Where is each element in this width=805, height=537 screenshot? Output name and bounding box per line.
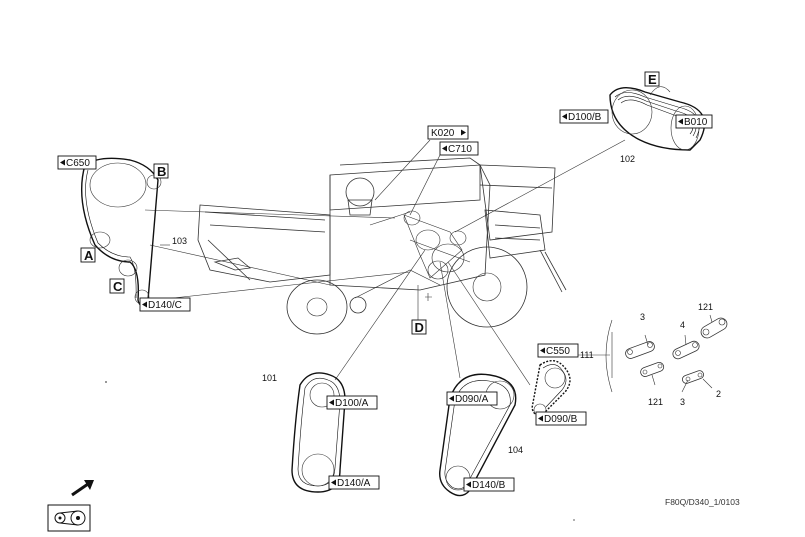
svg-text:D: D [415,320,424,335]
triangle-left-icon [540,347,545,354]
callout-d140a[interactable]: D140/A [328,475,380,490]
triangle-left-icon [442,145,447,152]
item-number-101: 101 [262,373,277,383]
callout-d140c[interactable]: D140/C [139,297,191,312]
item-number-4: 4 [680,320,685,330]
item-number-121-bottom: 121 [648,397,663,407]
svg-text:C550: C550 [546,346,570,357]
callout-d090a[interactable]: D090/A [446,391,498,406]
item-number-2: 2 [716,389,721,399]
svg-text:C: C [113,279,123,294]
triangle-left-icon [538,415,543,422]
svg-text:C710: C710 [448,144,472,155]
svg-text:D140/A: D140/A [337,478,371,489]
callout-c650[interactable]: C650 [57,155,97,170]
item-number-103: 103 [172,236,187,246]
item-number-3-bottom: 3 [680,397,685,407]
svg-text:E: E [648,72,657,87]
svg-text:K020: K020 [431,128,455,139]
letter-box-a[interactable]: A [80,247,96,263]
direction-arrow-icon [71,480,94,497]
callout-d100a[interactable]: D100/A [326,395,378,410]
callout-d090b[interactable]: D090/B [535,411,587,426]
letter-box-c[interactable]: C [109,278,125,294]
callout-c710[interactable]: C710 [439,141,479,156]
callout-d140b[interactable]: D140/B [463,477,515,492]
svg-text:C650: C650 [66,158,90,169]
letter-box-e[interactable]: E [644,71,660,87]
callout-b010[interactable]: B010 [675,114,713,129]
item-number-3-top: 3 [640,312,645,322]
belt-101 [291,372,346,493]
triangle-left-icon [60,159,65,166]
triangle-left-icon [562,113,567,120]
letter-box-d[interactable]: D [411,319,427,335]
chain-111 [531,360,571,417]
triangle-left-icon [678,118,683,125]
triangle-left-icon [329,399,334,406]
svg-text:D140/C: D140/C [148,300,182,311]
svg-text:D100/A: D100/A [335,398,369,409]
callout-k020[interactable]: K020 [427,125,469,140]
svg-text:D100/B: D100/B [568,112,602,123]
triangle-left-icon [449,395,454,402]
item-number-102: 102 [620,154,635,164]
triangle-left-icon [142,301,147,308]
triangle-left-icon [466,481,471,488]
callout-c550[interactable]: C550 [537,343,579,358]
combine-harvester-drawing [197,157,567,335]
leader-lines [144,139,626,393]
chain-link-detail [625,314,728,393]
item-number-111: 111 [580,350,594,360]
triangle-right-icon [461,129,466,136]
callout-d100b[interactable]: D100/B [559,109,609,124]
triangle-left-icon [331,479,336,486]
svg-text:D090/B: D090/B [544,414,578,425]
svg-text:D140/B: D140/B [472,480,506,491]
item-number-121-top: 121 [698,302,713,312]
drawing-reference: F80Q/D340_1/0103 [665,497,740,507]
svg-text:A: A [84,248,94,263]
svg-text:B: B [157,164,166,179]
svg-text:B010: B010 [684,117,708,128]
letter-box-b[interactable]: B [153,163,169,179]
item-number-104: 104 [508,445,523,455]
belt-103 [81,157,170,306]
svg-text:D090/A: D090/A [455,394,489,405]
belt-drive-icon [47,504,91,532]
